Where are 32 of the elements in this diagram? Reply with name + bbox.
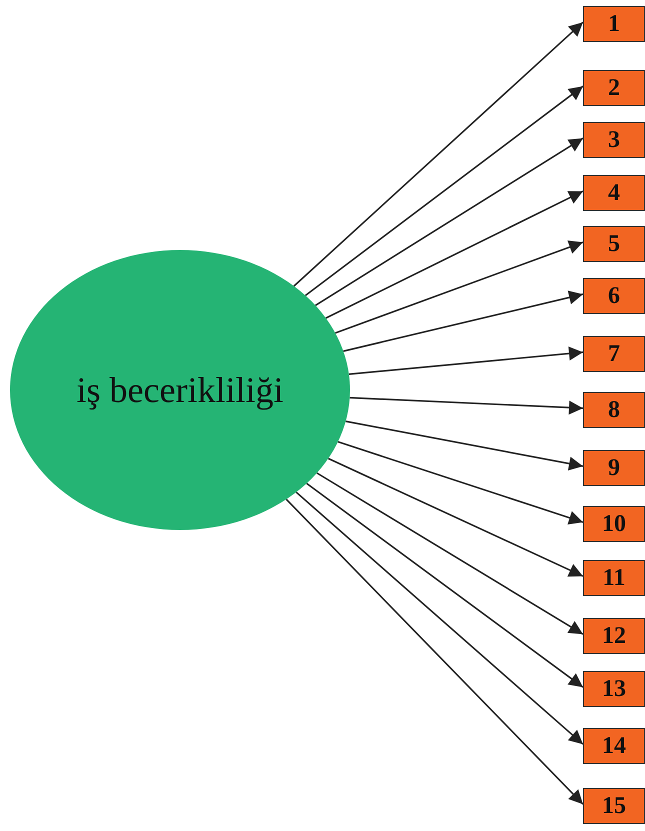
- item-number: 1: [608, 10, 620, 38]
- item-number: 7: [608, 340, 620, 368]
- numbered-box: [583, 122, 645, 158]
- item-number: 15: [602, 792, 626, 820]
- numbered-box: [583, 450, 645, 486]
- item-number: 8: [608, 396, 620, 424]
- item-number: 6: [608, 282, 620, 310]
- numbered-box: [583, 70, 645, 106]
- numbered-box: [583, 671, 645, 707]
- item-number: 10: [602, 510, 626, 538]
- item-number: 13: [602, 676, 626, 702]
- concept-ellipse: [10, 250, 350, 530]
- numbered-box: [583, 278, 645, 314]
- numbered-box: [583, 728, 645, 764]
- numbered-box: [583, 6, 645, 42]
- numbered-box: [583, 560, 645, 596]
- item-number: 9: [608, 454, 620, 482]
- numbered-box: [583, 392, 645, 428]
- item-number: 4: [608, 180, 620, 206]
- concept-label: iş becerikliliği: [76, 369, 284, 411]
- item-number: 5: [608, 230, 620, 258]
- numbered-box: [583, 175, 645, 211]
- numbered-box: [583, 618, 645, 654]
- item-number: 12: [602, 622, 626, 650]
- numbered-box: [583, 336, 645, 372]
- numbered-box: [583, 226, 645, 262]
- item-number: 3: [608, 126, 620, 154]
- numbered-box: [583, 788, 645, 824]
- item-number: 11: [602, 564, 626, 592]
- item-number: 14: [602, 732, 626, 760]
- item-number: 2: [608, 74, 620, 102]
- numbered-box: [583, 506, 645, 542]
